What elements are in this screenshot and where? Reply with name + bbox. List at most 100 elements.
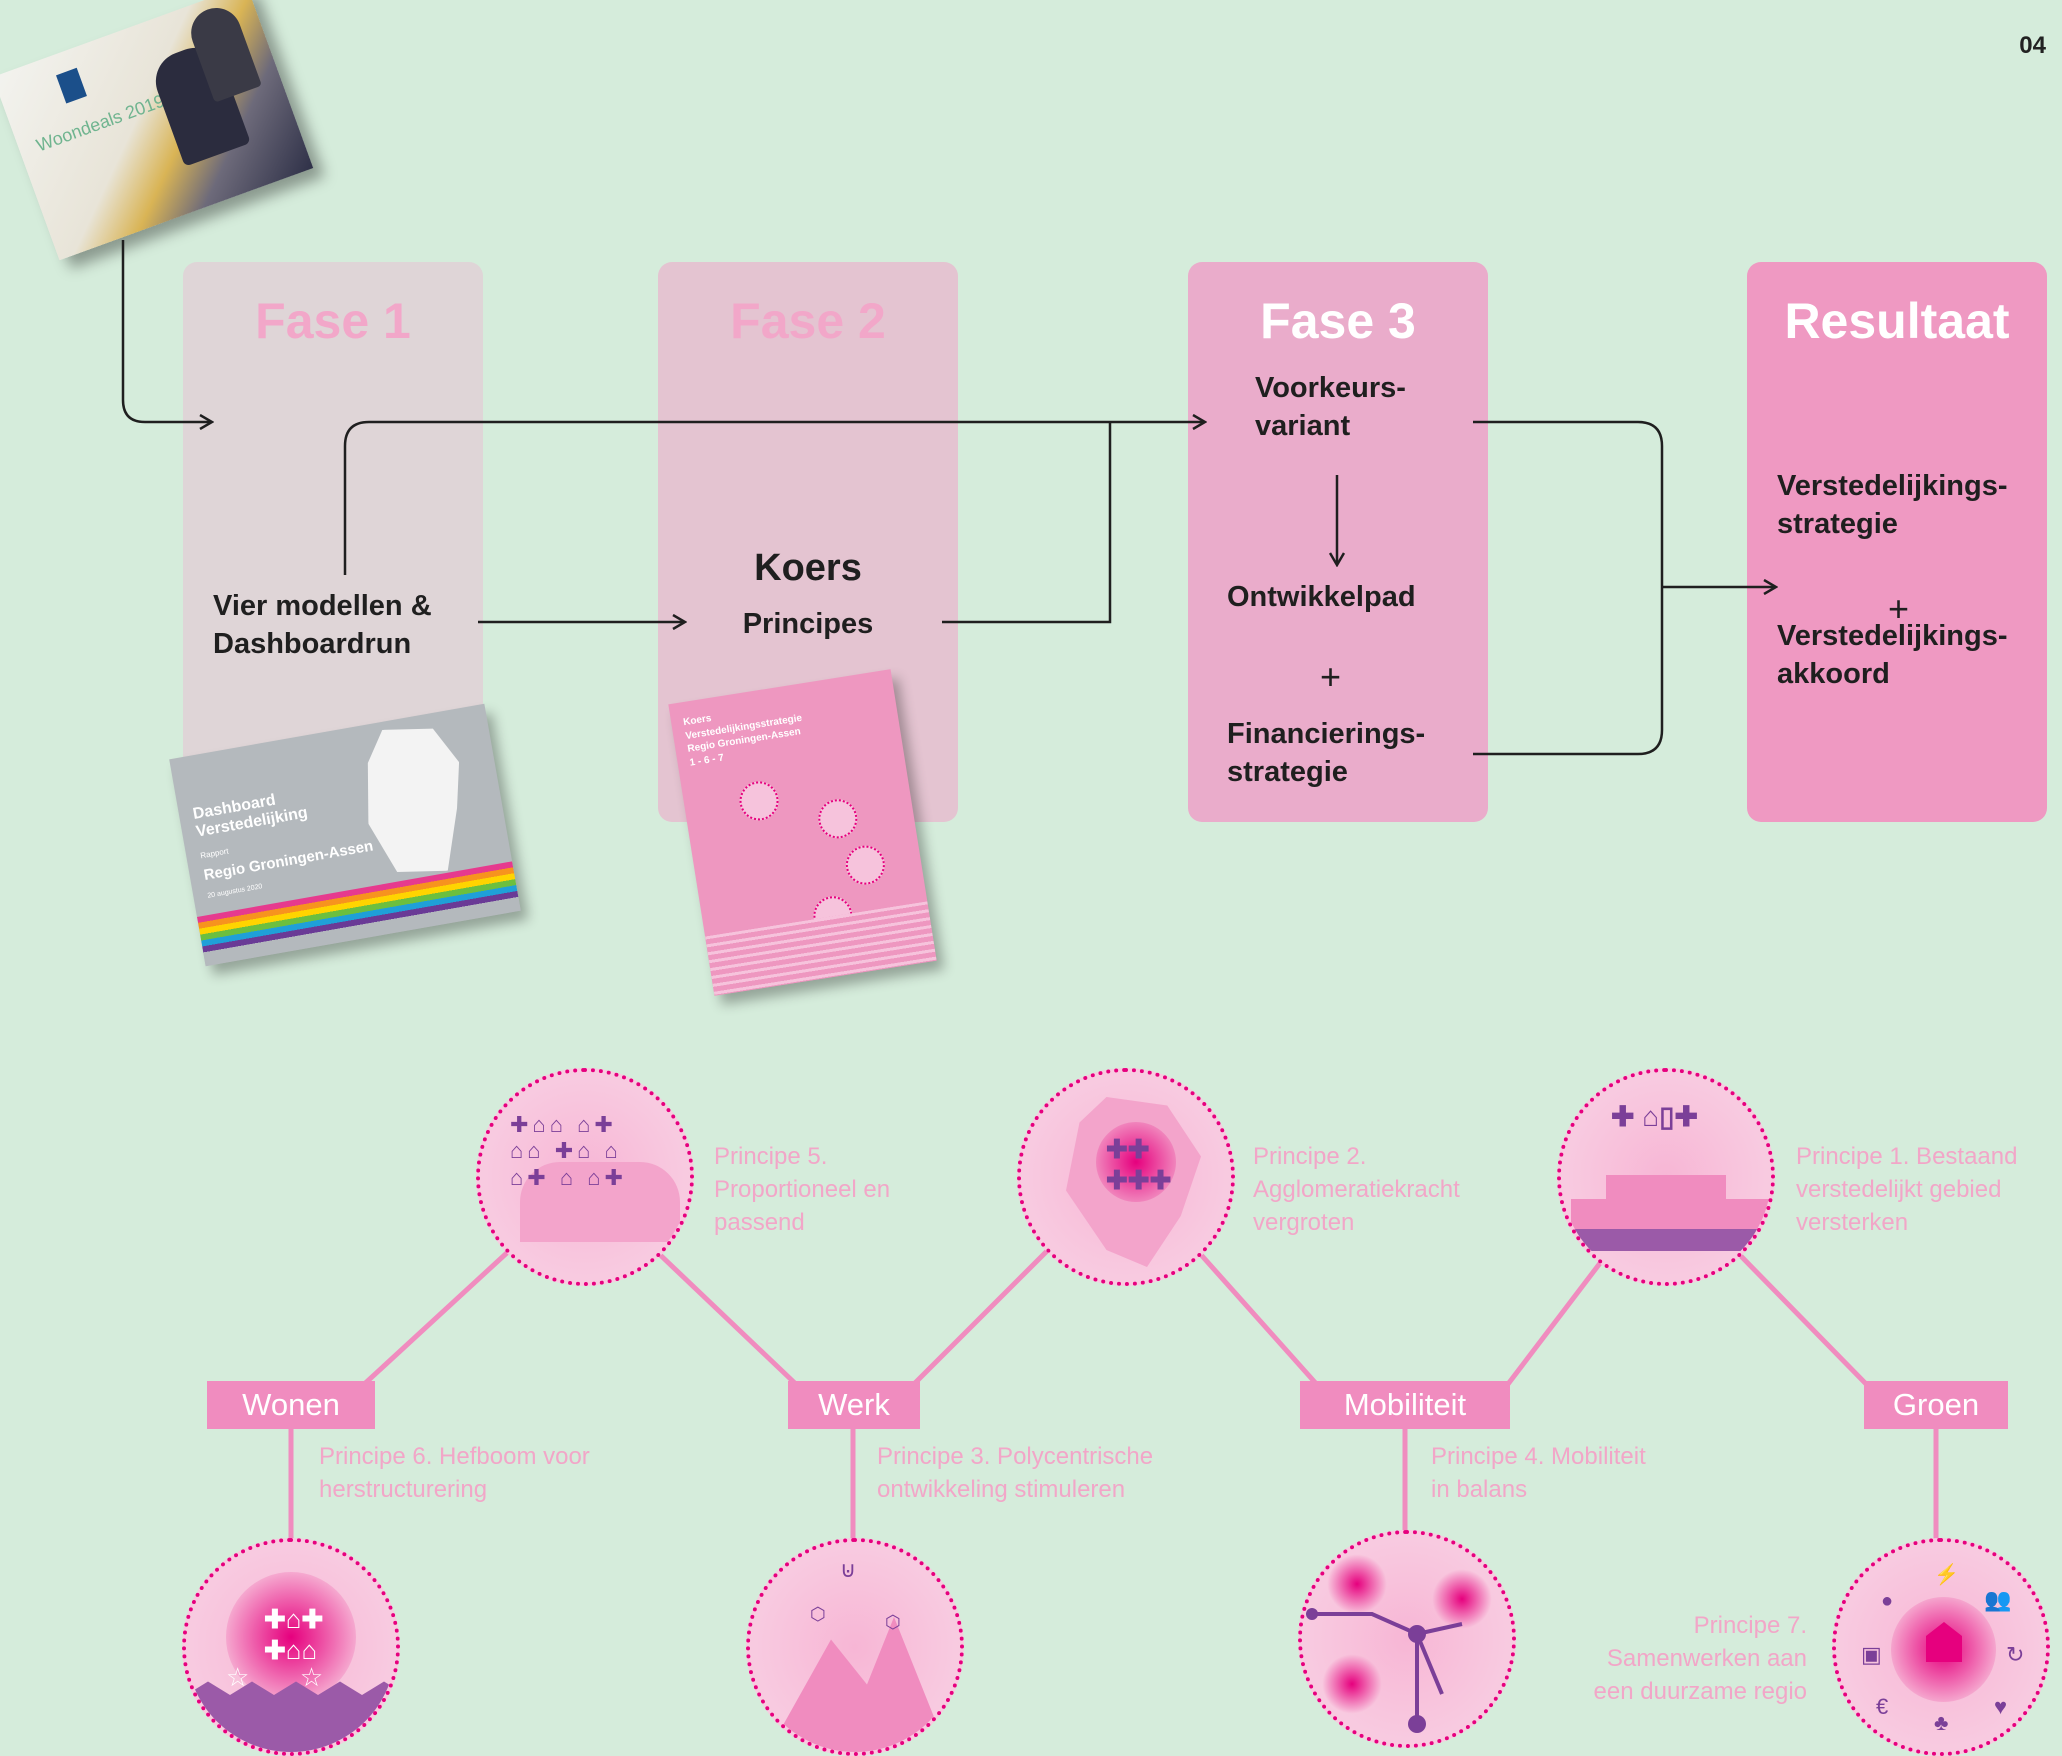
principle-4-circle [1298,1530,1516,1748]
mountain-shape [768,1617,948,1752]
line-p5-werk [653,1248,802,1390]
p3-line1: Principe 3. Polycentrische [877,1443,1154,1470]
line-p2-mobiliteit [1193,1246,1322,1390]
mobility-network-icon [1306,1608,1463,1733]
water-drop-icon: ● [1881,1590,1894,1612]
p7-line1: Principe 7. [1693,1612,1807,1639]
line-mobiliteit-p1 [1503,1248,1612,1390]
p4-line1: Principe 4. Mobiliteit [1431,1443,1646,1470]
tree-icon: ♣ [1934,1710,1949,1735]
principle-3-circle: ⊍ ⬡ ⬡ [746,1538,964,1756]
theme-mobiliteit: Mobiliteit [1300,1381,1510,1429]
principle-5-circle: ✚⌂⌂ ⌂✚⌂⌂ ✚⌂ ⌂⌂✚ ⌂ ⌂✚ [476,1068,694,1286]
p6-line2: herstructurering [319,1476,488,1504]
p1-line1: Principe 1. Bestaand [1796,1143,2018,1170]
principle-5-text: Principe 5. Proportioneel en passend [714,1140,890,1239]
plus-cluster-icon: ✚✚✚✚✚ [1106,1134,1172,1195]
plus-sign-resultaat: + [1888,588,1910,629]
pedestal-top [1606,1175,1726,1199]
star-icon: ☆ ☆ [226,1662,324,1692]
akkoord-line1: Verstedelijkings- [1777,620,2008,652]
recycle-icon: ↻ [2006,1642,2025,1667]
restructuring-hotspot [226,1572,356,1702]
page-number: 04 [2019,32,2046,59]
line-werk-p2 [908,1246,1052,1390]
financiering-line2: strategie [1227,756,1348,789]
p5-line2: Proportioneel en [714,1176,891,1204]
principle-4-text: Principe 4. Mobiliteit in balans [1431,1440,1646,1506]
financiering-line1: Financierings- [1227,718,1426,750]
verstedelijkingsstrategie-node: Verstedelijkings- strategie [1777,467,2008,544]
voorkeur-line2: variant [1255,410,1351,443]
strategie-line2: strategie [1777,508,1898,541]
vier-modellen-node: Vier modellen & Dashboardrun [213,587,432,664]
node-hotspot [1327,1554,1387,1614]
ground-strip [1571,1229,1771,1251]
p6-line1: Principe 6. Hefboom voor [319,1443,590,1470]
principle-6-circle: ✚⌂✚✚⌂⌂ ☆ ☆ [182,1538,400,1756]
strategie-line1: Verstedelijkings- [1777,470,2008,502]
pedestal-base [1571,1199,1771,1229]
resultaat-title: Resultaat [1784,293,2010,349]
principle-2-circle: ✚✚✚✚✚ [1017,1068,1235,1286]
principes-node: Principes [742,608,874,640]
plus-houses-icon: ✚⌂⌂ ⌂✚⌂⌂ ✚⌂ ⌂⌂✚ ⌂ ⌂✚ [510,1112,627,1190]
p2-line3: vergroten [1253,1209,1355,1237]
fase-2-title: Fase 2 [730,293,886,349]
principle-6-text: Principe 6. Hefboom voor herstructurerin… [319,1440,590,1506]
principle-1-circle: ✚ ⌂▯✚ [1557,1068,1775,1286]
verstedelijkingsakkoord-node: Verstedelijkings- akkoord [1777,617,2008,694]
p2-line1: Principe 2. [1253,1143,1367,1170]
photo-to-fase1-arrow [121,240,212,422]
p2-line2: Agglomeratiekracht [1253,1176,1460,1204]
principle-2-text: Principe 2. Agglomeratiekracht vergroten [1253,1140,1460,1239]
hexagon-icon: ⬡ [885,1612,901,1632]
hills-shape [520,1162,680,1242]
vier-modellen-line2: Dashboardrun [213,628,412,661]
ontwikkelpad-node: Ontwikkelpad [1227,581,1416,613]
koers-node: Koers [754,547,862,589]
voorkeursvariant-node: Voorkeurs- variant [1255,369,1406,446]
voorkeur-line1: Voorkeurs- [1255,372,1406,404]
financieringsstrategie-node: Financierings- strategie [1227,715,1425,792]
principle-7-text: Principe 7. Samenwerken aan een duurzame… [1540,1609,1807,1708]
p5-line1: Principe 5. [714,1143,828,1170]
line-p1-groen [1733,1248,1872,1390]
p4-line2: in balans [1431,1476,1528,1504]
vier-modellen-line1: Vier modellen & [213,590,432,622]
p7-line2: Samenwerken aan [1606,1645,1807,1673]
modellen-to-voorkeur-arrow [343,422,1205,575]
p1-line2: verstedelijkt gebied [1796,1176,2002,1204]
principle-1-text: Principe 1. Bestaand verstedelijkt gebie… [1796,1140,2017,1239]
principle-7-circle: ⚡ ● 👥 ▣ ↻ € ♥ ♣ [1832,1538,2050,1756]
agglomeration-hotspot [1096,1122,1176,1202]
node-hotspot [1322,1654,1382,1714]
akkoord-line2: akkoord [1777,658,1890,691]
theme-werk: Werk [788,1381,920,1429]
principle-3-text: Principe 3. Polycentrische ontwikkeling … [877,1440,1153,1506]
city-plus-icon: ✚ ⌂▯✚ [1611,1101,1699,1132]
p5-line3: passend [714,1209,805,1237]
theme-groen: Groen [1864,1381,2008,1429]
bus-icon: ▣ [1861,1642,1882,1667]
plus-sign: + [1320,656,1342,697]
p3-line2: ontwikkeling stimuleren [877,1476,1126,1504]
fase-1-title: Fase 1 [255,293,411,349]
resultaat-panel: Resultaat [1747,262,2047,822]
p7-line3: een duurzame regio [1593,1678,1807,1706]
houses-plus-icon: ✚⌂✚✚⌂⌂ [264,1604,324,1665]
p1-line3: versterken [1796,1209,1909,1237]
line-wonen-p5 [358,1248,512,1390]
lightning-icon: ⚡ [1934,1564,1959,1586]
people-icon: 👥 [1984,1587,2012,1612]
node-hotspot [1432,1569,1492,1629]
principes-to-voorkeur-arrow [942,422,1112,624]
hexagon-icon: ⬡ [810,1604,826,1624]
signal-icon: ⊍ [840,1557,857,1582]
euro-icon: € [1876,1694,1889,1719]
theme-wonen: Wonen [207,1381,375,1429]
heart-icon: ♥ [1994,1694,2008,1719]
fase-3-title: Fase 3 [1260,293,1416,349]
